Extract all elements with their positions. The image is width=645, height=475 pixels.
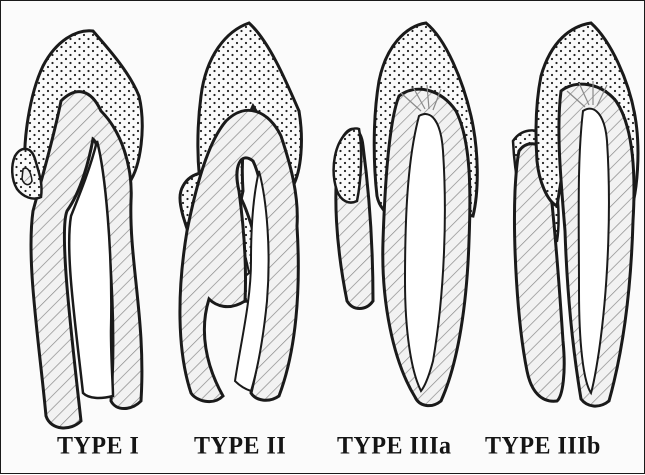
label-type3b: TYPE IIIb	[485, 432, 601, 460]
small-enamel-type3a	[334, 128, 361, 202]
tooth-type2	[180, 23, 302, 402]
label-type3a: TYPE IIIa	[337, 432, 452, 460]
label-type2: TYPE II	[194, 432, 286, 460]
tooth-type3a	[334, 23, 478, 406]
tooth-type3b	[513, 23, 638, 406]
tooth-type1	[12, 31, 142, 428]
label-type1: TYPE I	[57, 432, 139, 460]
